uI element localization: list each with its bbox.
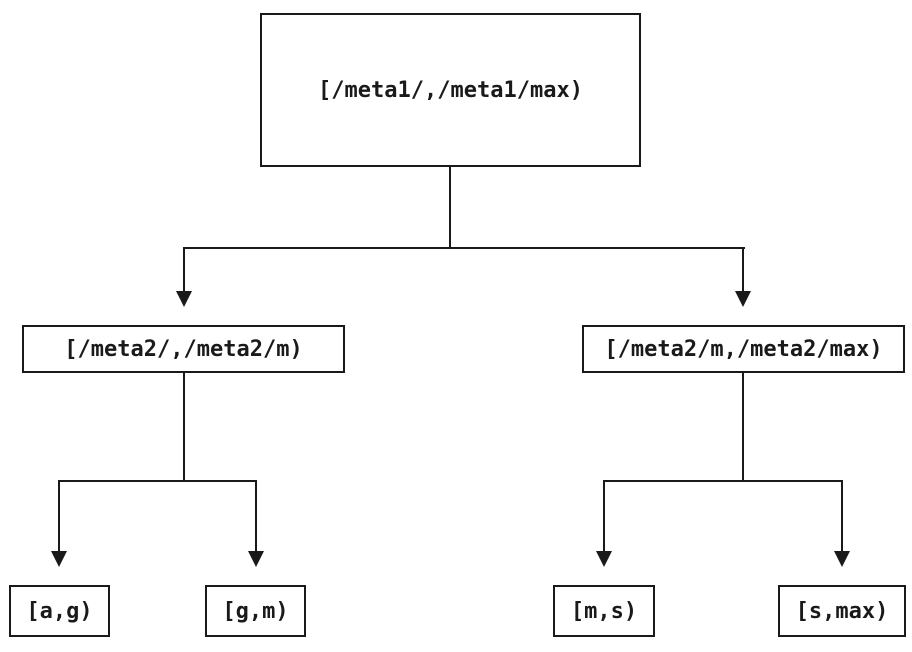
connector-right-subtree-horizontal xyxy=(603,480,843,482)
connector-root-stem xyxy=(449,167,451,249)
leaf-a-g-label: [a,g) xyxy=(26,598,93,624)
arrow-down-icon xyxy=(51,551,67,567)
connector-left-subtree-horizontal xyxy=(58,480,257,482)
node-meta2-right: [/meta2/m,/meta2/max) xyxy=(582,325,905,373)
arrow-down-icon xyxy=(735,291,751,307)
connector-leaf-s-max-drop xyxy=(841,480,843,551)
connector-leaf-g-m-drop xyxy=(255,480,257,551)
connector-leaf-a-g-drop xyxy=(58,480,60,551)
leaf-g-m-label: [g,m) xyxy=(222,598,289,624)
leaf-m-s-label: [m,s) xyxy=(570,598,638,624)
node-meta2-right-label: [/meta2/m,/meta2/max) xyxy=(604,336,883,362)
connector-level1-horizontal xyxy=(183,247,745,249)
node-meta2-left: [/meta2/,/meta2/m) xyxy=(22,325,345,373)
arrow-down-icon xyxy=(834,551,850,567)
connector-leaf-m-s-drop xyxy=(603,480,605,551)
connector-left-drop xyxy=(183,247,185,291)
node-root: [/meta1/,/meta1/max) xyxy=(260,13,641,167)
connector-meta2-right-stem xyxy=(742,373,744,482)
leaf-m-s: [m,s) xyxy=(553,585,655,637)
connector-meta2-left-stem xyxy=(183,373,185,482)
arrow-down-icon xyxy=(176,291,192,307)
arrow-down-icon xyxy=(248,551,264,567)
node-meta2-left-label: [/meta2/,/meta2/m) xyxy=(64,336,303,362)
leaf-s-max: [s,max) xyxy=(778,585,906,637)
leaf-a-g: [a,g) xyxy=(9,585,110,637)
connector-right-drop xyxy=(742,247,744,291)
leaf-g-m: [g,m) xyxy=(205,585,306,637)
leaf-s-max-label: [s,max) xyxy=(795,598,889,624)
arrow-down-icon xyxy=(596,551,612,567)
node-root-label: [/meta1/,/meta1/max) xyxy=(318,77,583,103)
